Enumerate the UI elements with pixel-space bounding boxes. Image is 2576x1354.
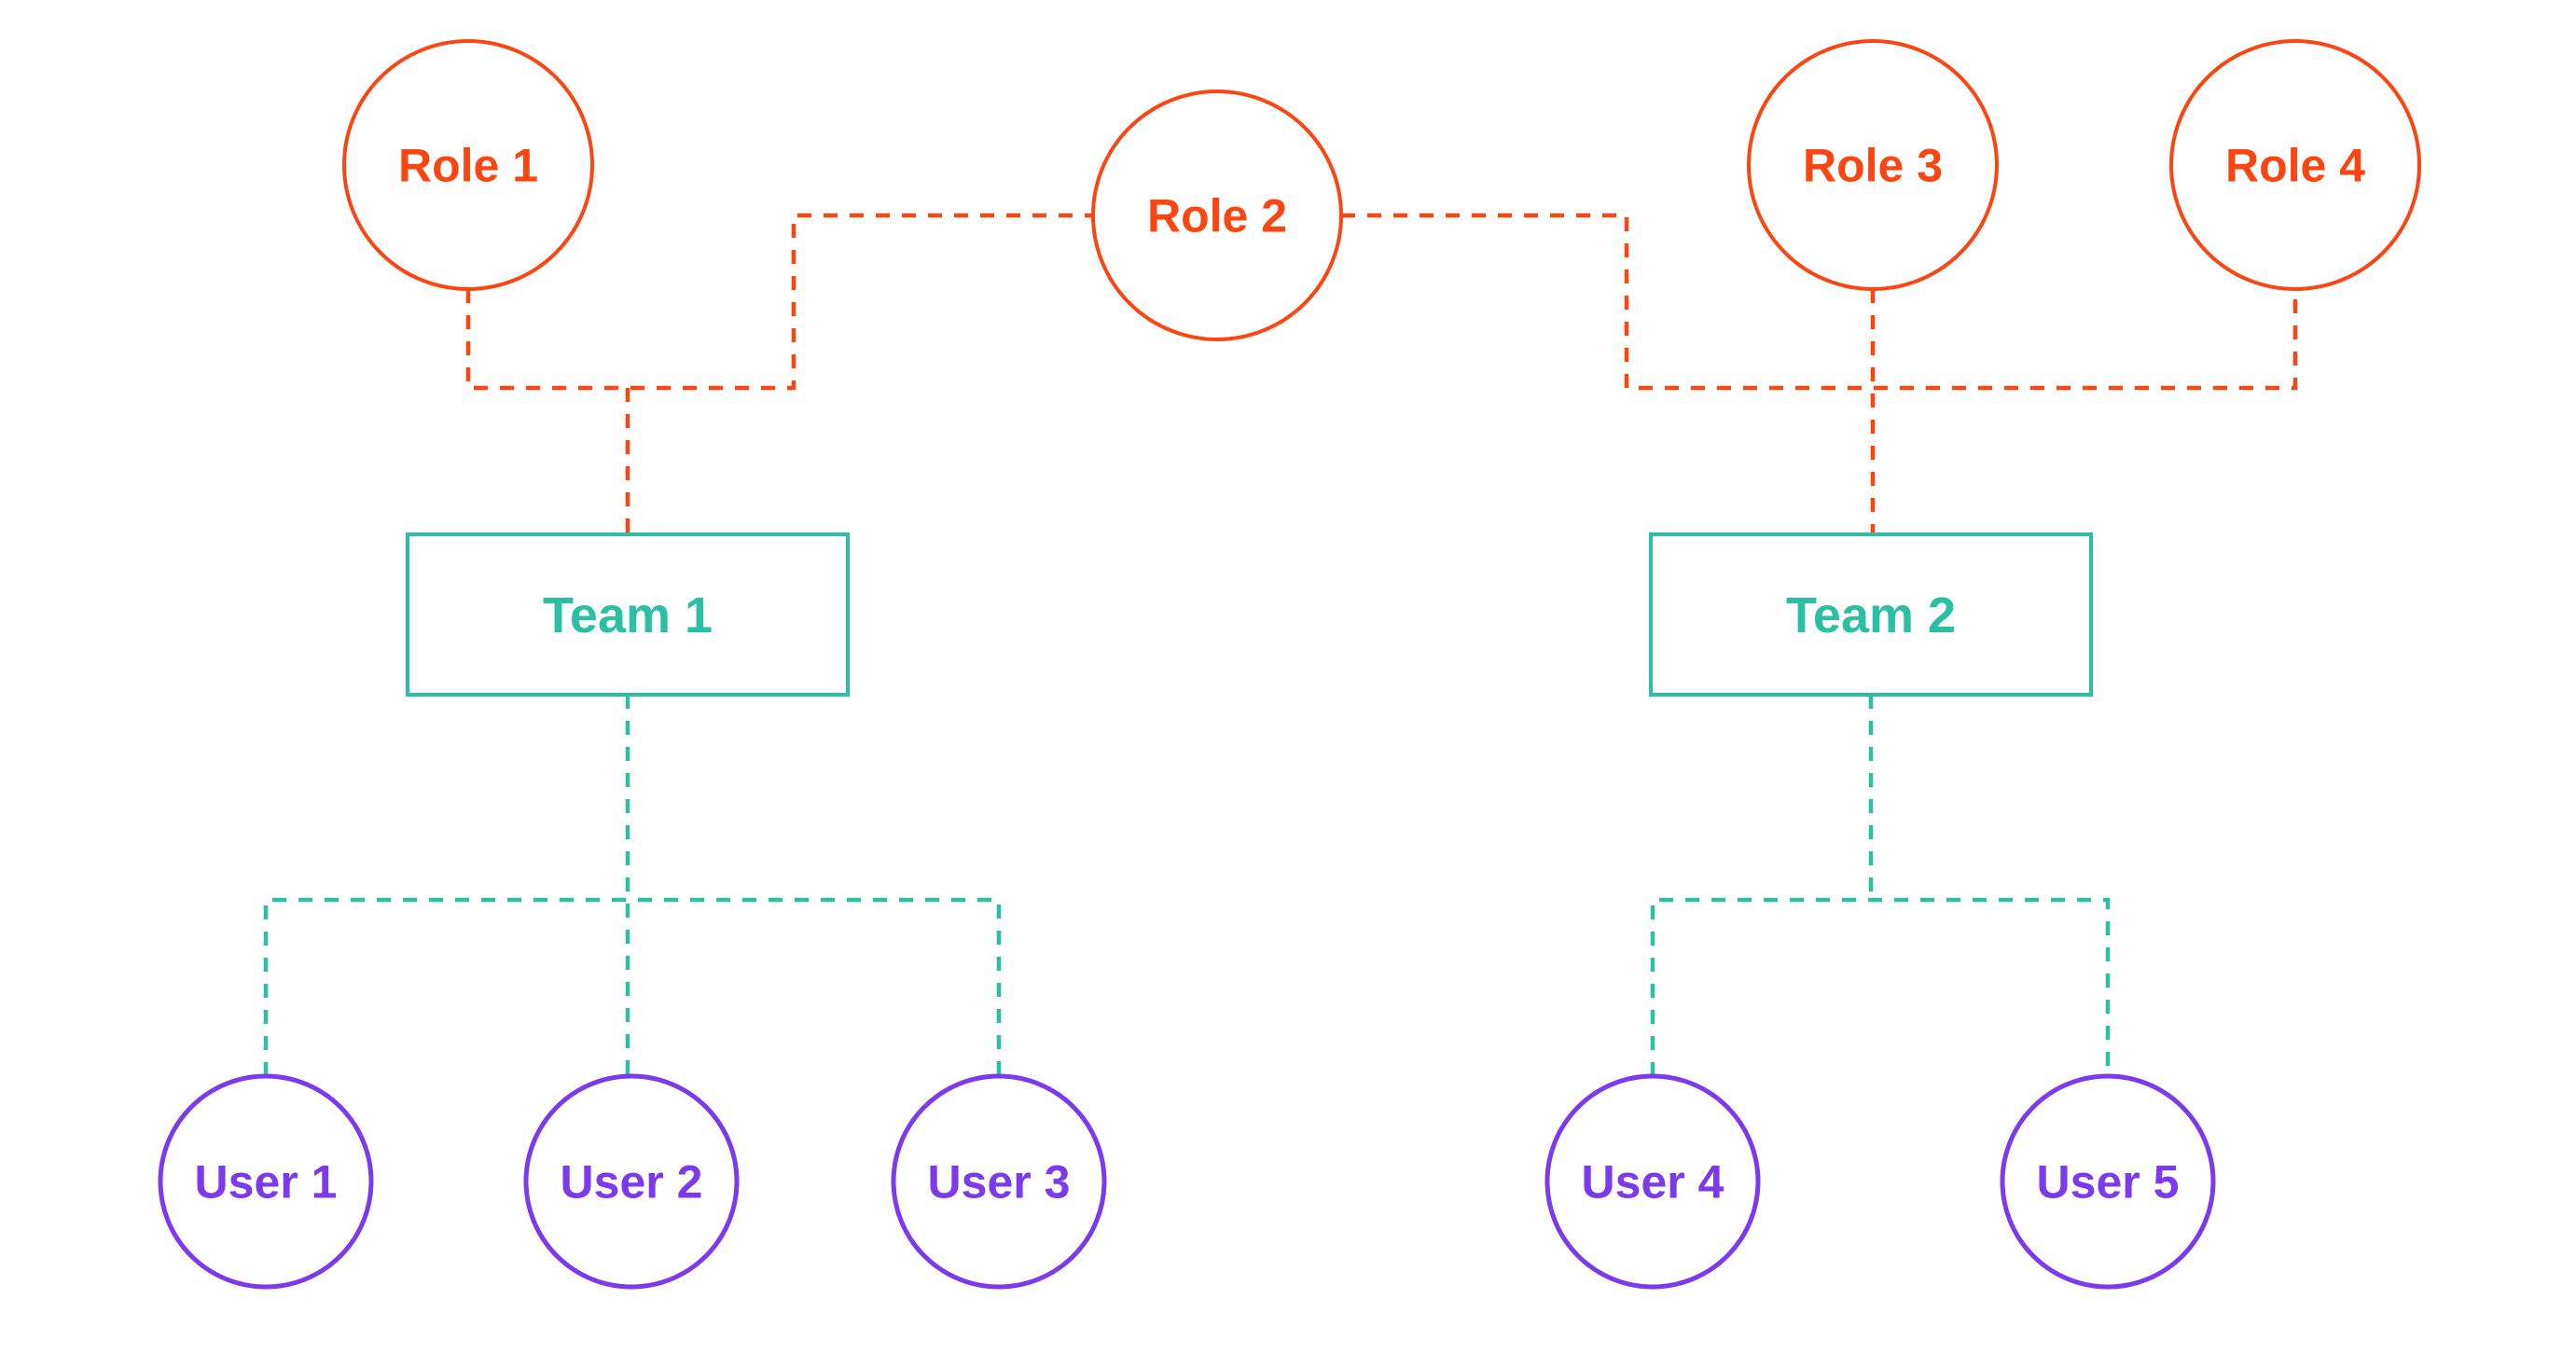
role-2-node: Role 2	[1091, 90, 1343, 341]
user-2-circle	[523, 1073, 740, 1290]
role-1-node: Role 1	[342, 39, 594, 291]
team-2-node: Team 2	[1649, 532, 2093, 697]
role-1-label: Role 1	[398, 140, 538, 192]
user-4-label: User 4	[1582, 1156, 1724, 1209]
team-connector-team1-users-rail	[263, 897, 1002, 1076]
team-1-rect	[406, 532, 850, 697]
user-2-label: User 2	[561, 1156, 703, 1209]
role-3-circle	[1747, 39, 1999, 291]
role-4-label: Role 4	[2225, 140, 2365, 192]
role-4-node: Role 4	[2169, 39, 2421, 291]
user-3-circle	[891, 1073, 1107, 1290]
role-3-label: Role 3	[1803, 140, 1943, 192]
role-2-circle	[1091, 90, 1343, 341]
user-3-node: User 3	[891, 1073, 1107, 1290]
team-connector-team2-users-rail	[1650, 897, 2111, 1076]
user-1-circle	[158, 1073, 374, 1290]
role-1-circle	[342, 39, 594, 291]
user-5-circle	[2000, 1073, 2216, 1290]
user-1-node: User 1	[158, 1073, 374, 1290]
user-3-label: User 3	[928, 1156, 1071, 1209]
team-1-label: Team 1	[543, 587, 713, 643]
role-connector-role2-elbow-role4	[1341, 213, 2298, 391]
role-connector-role1-elbow-role2	[465, 213, 1093, 391]
user-5-label: User 5	[2037, 1156, 2180, 1209]
role-2-label: Role 2	[1147, 190, 1287, 242]
team-2-rect	[1649, 532, 2093, 697]
user-4-circle	[1544, 1073, 1761, 1290]
user-5-node: User 5	[2000, 1073, 2216, 1290]
user-4-node: User 4	[1544, 1073, 1761, 1290]
user-2-node: User 2	[523, 1073, 740, 1290]
role-4-circle	[2169, 39, 2421, 291]
team-2-label: Team 2	[1786, 587, 1956, 643]
role-3-node: Role 3	[1747, 39, 1999, 291]
user-1-label: User 1	[195, 1156, 338, 1209]
team-1-node: Team 1	[406, 532, 850, 697]
